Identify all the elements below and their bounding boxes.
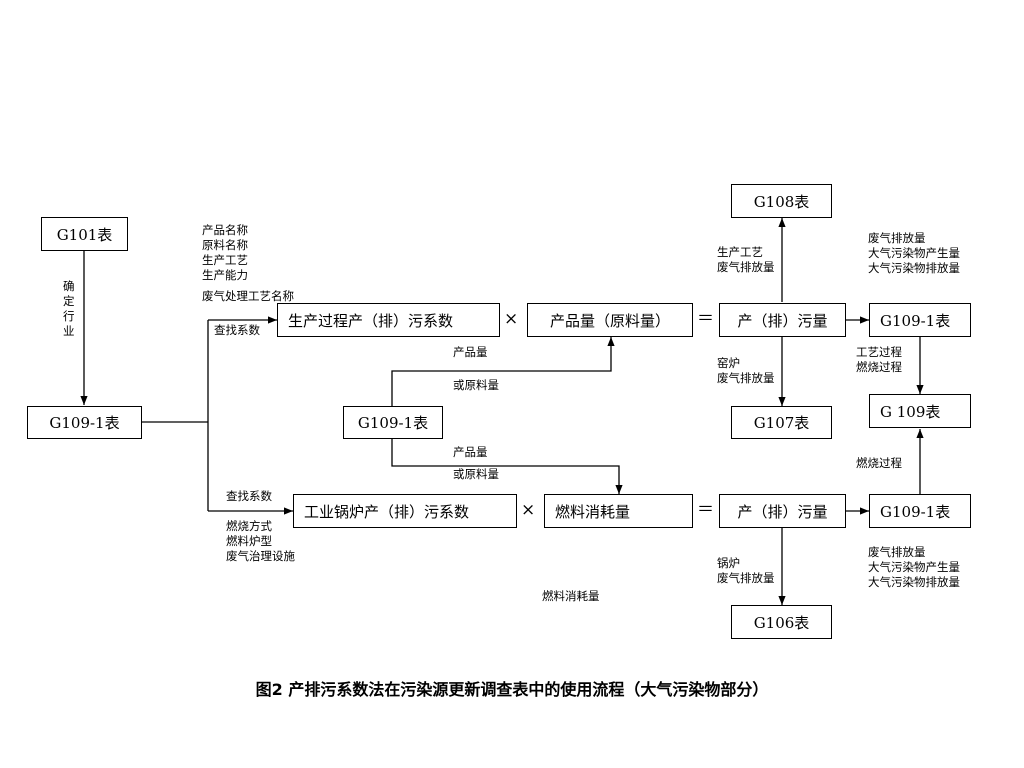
product-quantity-box: 产品量（原料量）	[527, 303, 693, 337]
times-operator-top: ×	[504, 309, 519, 329]
top-right-info-label: 废气排放量 大气污染物产生量 大气污染物排放量	[868, 231, 960, 275]
g107-box: G107表	[731, 406, 832, 439]
fuel-consumption-label: 燃料消耗量	[542, 589, 600, 603]
equals-operator-bottom: ＝	[697, 500, 714, 520]
times-operator-bottom: ×	[521, 500, 536, 520]
waste-gas-process-label: 废气处理工艺名称	[202, 289, 294, 303]
arrow-g109-1-mid-to-fuel-qty	[391, 439, 623, 494]
process-coefficient-box: 生产过程产（排）污系数	[277, 303, 500, 337]
figure-caption: 图2 产排污系数法在污染源更新调查表中的使用流程（大气污染物部分）	[255, 680, 769, 699]
product-qty-top-label-2: 或原料量	[453, 378, 499, 392]
fuel-quantity-box: 燃料消耗量	[544, 494, 693, 528]
process-combustion-label: 工艺过程 燃烧过程	[856, 345, 902, 374]
g108-box: G108表	[731, 184, 832, 218]
g106-edge-label: 锅炉 废气排放量	[717, 556, 775, 585]
g109-box: G 109表	[869, 394, 971, 428]
emission-bottom-box: 产（排）污量	[719, 494, 846, 528]
product-qty-bottom-label-2: 或原料量	[453, 467, 499, 481]
emission-top-box: 产（排）污量	[719, 303, 846, 337]
product-qty-bottom-label-1: 产品量	[453, 445, 488, 459]
product-qty-top-label-1: 产品量	[453, 345, 488, 359]
arrow-g109-1-mid-to-product-qty	[391, 337, 615, 406]
bottom-right-info-label: 废气排放量 大气污染物产生量 大气污染物排放量	[868, 545, 960, 589]
g109-1-bottom-right-box: G109-1表	[869, 494, 971, 528]
equals-operator-top: ＝	[697, 309, 714, 329]
g106-box: G106表	[731, 605, 832, 639]
combustion-process-label: 燃烧过程	[856, 456, 902, 470]
g109-1-mid-box: G109-1表	[343, 406, 443, 439]
g101-box: G101表	[41, 217, 128, 251]
determine-industry-label: 确 定 行 业	[63, 279, 75, 338]
product-info-label: 产品名称 原料名称 生产工艺 生产能力	[202, 223, 248, 282]
lookup-coefficient-top-label: 查找系数	[214, 323, 260, 337]
g109-1-left-box: G109-1表	[27, 406, 142, 439]
lookup-coefficient-bottom-label: 查找系数	[226, 489, 272, 503]
g109-1-top-right-box: G109-1表	[869, 303, 971, 337]
boiler-coefficient-box: 工业锅炉产（排）污系数	[293, 494, 517, 528]
g108-edge-label: 生产工艺 废气排放量	[717, 245, 775, 274]
g107-edge-label: 窑炉 废气排放量	[717, 356, 775, 385]
boiler-info-label: 燃烧方式 燃料炉型 废气治理设施	[226, 519, 295, 563]
